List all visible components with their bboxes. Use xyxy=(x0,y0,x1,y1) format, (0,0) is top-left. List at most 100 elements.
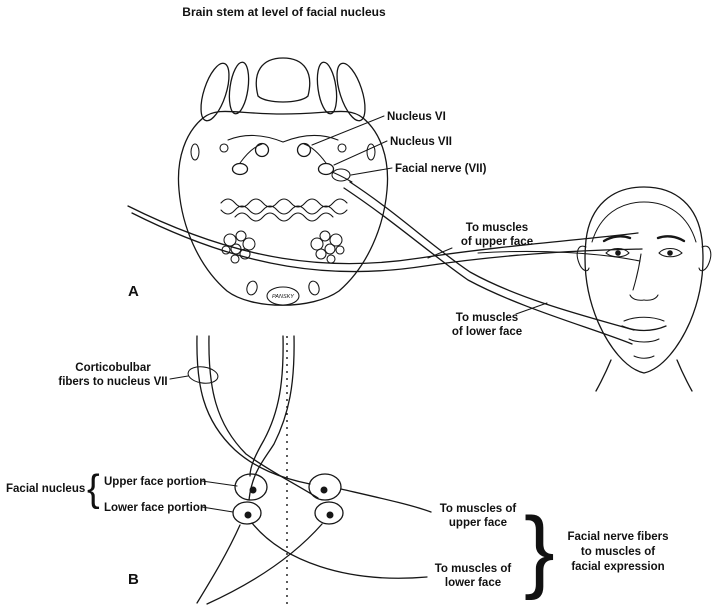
corner-nucleus-left xyxy=(219,143,229,153)
left-upper-portion-circle xyxy=(234,473,268,501)
efferent-to-upper-face xyxy=(340,488,432,513)
lemniscus-band xyxy=(220,198,348,222)
nucleus-vi-pointer xyxy=(311,115,385,146)
peduncle-left-inner xyxy=(228,61,250,115)
chin-crease xyxy=(633,355,655,359)
b-upper-face-label-line1: To muscles of xyxy=(440,503,517,515)
ear-right xyxy=(698,245,712,272)
nerve-fiber-bundles xyxy=(127,181,643,345)
panel-b-annotations: Corticobulbar fibers to nucleus VII Faci… xyxy=(6,362,669,601)
eye-left xyxy=(605,247,630,258)
corticobulbar-pointer xyxy=(169,375,189,380)
face-illustration xyxy=(576,186,712,392)
lower-portion-label: Lower face portion xyxy=(104,502,207,514)
nucleus-vi-label: Nucleus VI xyxy=(387,111,446,123)
nucleus-vii-right xyxy=(317,162,335,176)
pupil-left xyxy=(615,250,621,256)
mouth-line xyxy=(621,325,667,332)
genu-right xyxy=(303,143,327,164)
b-upper-face-label-line2: upper face xyxy=(449,517,507,529)
nucleus-vii-pointer xyxy=(333,140,388,166)
right-lower-portion-dot xyxy=(326,511,334,519)
efferent-bottom-left-2 xyxy=(206,523,323,605)
figure-title: Brain stem at level of facial nucleus xyxy=(182,5,386,19)
left-tract-fiber-2 xyxy=(208,335,319,499)
right-tract-fiber-1 xyxy=(249,335,284,477)
nostril-right xyxy=(643,294,659,301)
pontine-cluster-right xyxy=(310,230,345,264)
facial-nucleus-left-group xyxy=(232,473,268,525)
brainstem-dome xyxy=(255,57,311,103)
corner-nucleus-right xyxy=(337,143,347,153)
nostril-left xyxy=(629,294,645,301)
hairline xyxy=(591,201,697,243)
upper-portion-label: Upper face portion xyxy=(104,476,206,488)
lower-face-label-line2: of lower face xyxy=(452,326,522,338)
efferent-bottom-left-1 xyxy=(196,524,241,604)
panel-b-label: B xyxy=(128,571,139,588)
upper-lip xyxy=(623,316,665,322)
panel-a-annotations: Nucleus VI Nucleus VII Facial nerve (VII… xyxy=(128,111,548,338)
brainstem-outline xyxy=(177,110,389,306)
panel-a: Brain stem at level of facial nucleus xyxy=(127,5,712,392)
right-upper-portion-dot xyxy=(320,486,328,494)
fibers-label-line3: facial expression xyxy=(571,561,664,573)
upper-face-fiber-1 xyxy=(127,205,639,265)
neck-right xyxy=(676,359,693,392)
fibers-label-line2: to muscles of xyxy=(581,546,655,558)
peduncle-right-inner xyxy=(316,61,338,115)
nose-bridge xyxy=(632,253,642,291)
eyebrow-left xyxy=(602,235,632,243)
corticobulbar-label-line1: Corticobulbar xyxy=(75,362,151,374)
lower-face-pointer xyxy=(515,302,548,315)
eye-right xyxy=(658,247,683,258)
lower-face-fiber-1 xyxy=(349,181,635,331)
right-tract-fiber-2 xyxy=(248,335,295,501)
facial-nerve-ring xyxy=(331,168,351,182)
right-upper-portion-circle xyxy=(308,473,342,501)
upper-portion-pointer xyxy=(201,480,238,487)
lower-lip xyxy=(628,338,660,343)
facial-nucleus-right-group xyxy=(308,473,344,525)
corticobulbar-tracts xyxy=(187,335,319,501)
facial-nerve-pointer xyxy=(350,167,393,176)
neck-left xyxy=(595,359,612,392)
lower-face-fiber-2 xyxy=(343,187,633,345)
artist-signature: PANSKY xyxy=(272,294,294,300)
efferent-fibers xyxy=(196,488,432,605)
lower-face-label-line1: To muscles xyxy=(456,312,518,324)
tract-highlight-ellipse xyxy=(187,366,219,384)
peduncle-right-outer xyxy=(336,62,366,122)
head-outline xyxy=(584,186,704,374)
eyebrow-right xyxy=(656,235,686,243)
peduncle-left-outer xyxy=(200,62,230,122)
right-lower-portion-circle xyxy=(314,501,344,525)
corticobulbar-label-line2: fibers to nucleus VII xyxy=(58,376,167,388)
upper-face-label-line2: of upper face xyxy=(461,236,533,248)
panel-b: Corticobulbar fibers to nucleus VII Faci… xyxy=(6,335,669,606)
basal-oval-left xyxy=(246,280,258,296)
left-lower-portion-dot xyxy=(244,511,252,519)
b-lower-face-label-line2: lower face xyxy=(445,577,501,589)
facial-nucleus-label: Facial nucleus xyxy=(6,483,85,495)
ventricle-floor xyxy=(227,135,339,143)
genu-left xyxy=(239,143,263,164)
nerve-exit-segment xyxy=(331,171,353,183)
nucleus-vii-left xyxy=(231,162,249,176)
upper-face-fiber-2 xyxy=(131,212,643,273)
upper-face-label-line1: To muscles xyxy=(466,222,528,234)
facial-nucleus-brace: { xyxy=(87,468,100,510)
upper-face-fiber-3 xyxy=(477,250,641,262)
facial-nerve-label: Facial nerve (VII) xyxy=(395,163,487,175)
fibers-label-line1: Facial nerve fibers xyxy=(568,531,669,543)
upper-face-pointer xyxy=(427,247,453,259)
pyramid-oval xyxy=(266,286,300,306)
left-upper-portion-dot xyxy=(249,486,257,494)
efferent-to-lower-face xyxy=(251,522,428,579)
ear-left xyxy=(576,245,590,272)
left-lower-portion-circle xyxy=(232,501,262,525)
lower-portion-pointer xyxy=(201,506,234,513)
lateral-oval-right xyxy=(366,143,376,161)
